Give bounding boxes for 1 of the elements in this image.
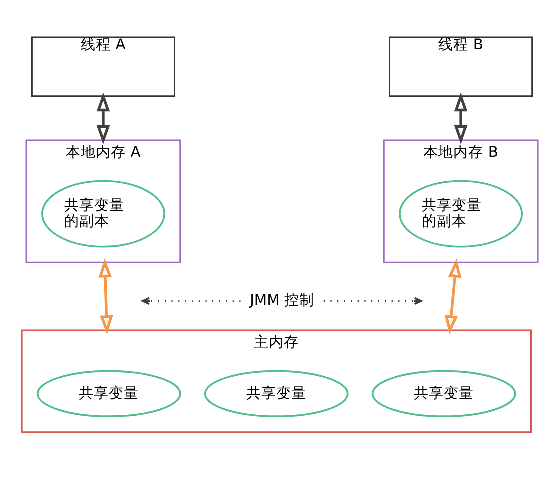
node-text: JMM 控制 xyxy=(250,292,314,309)
